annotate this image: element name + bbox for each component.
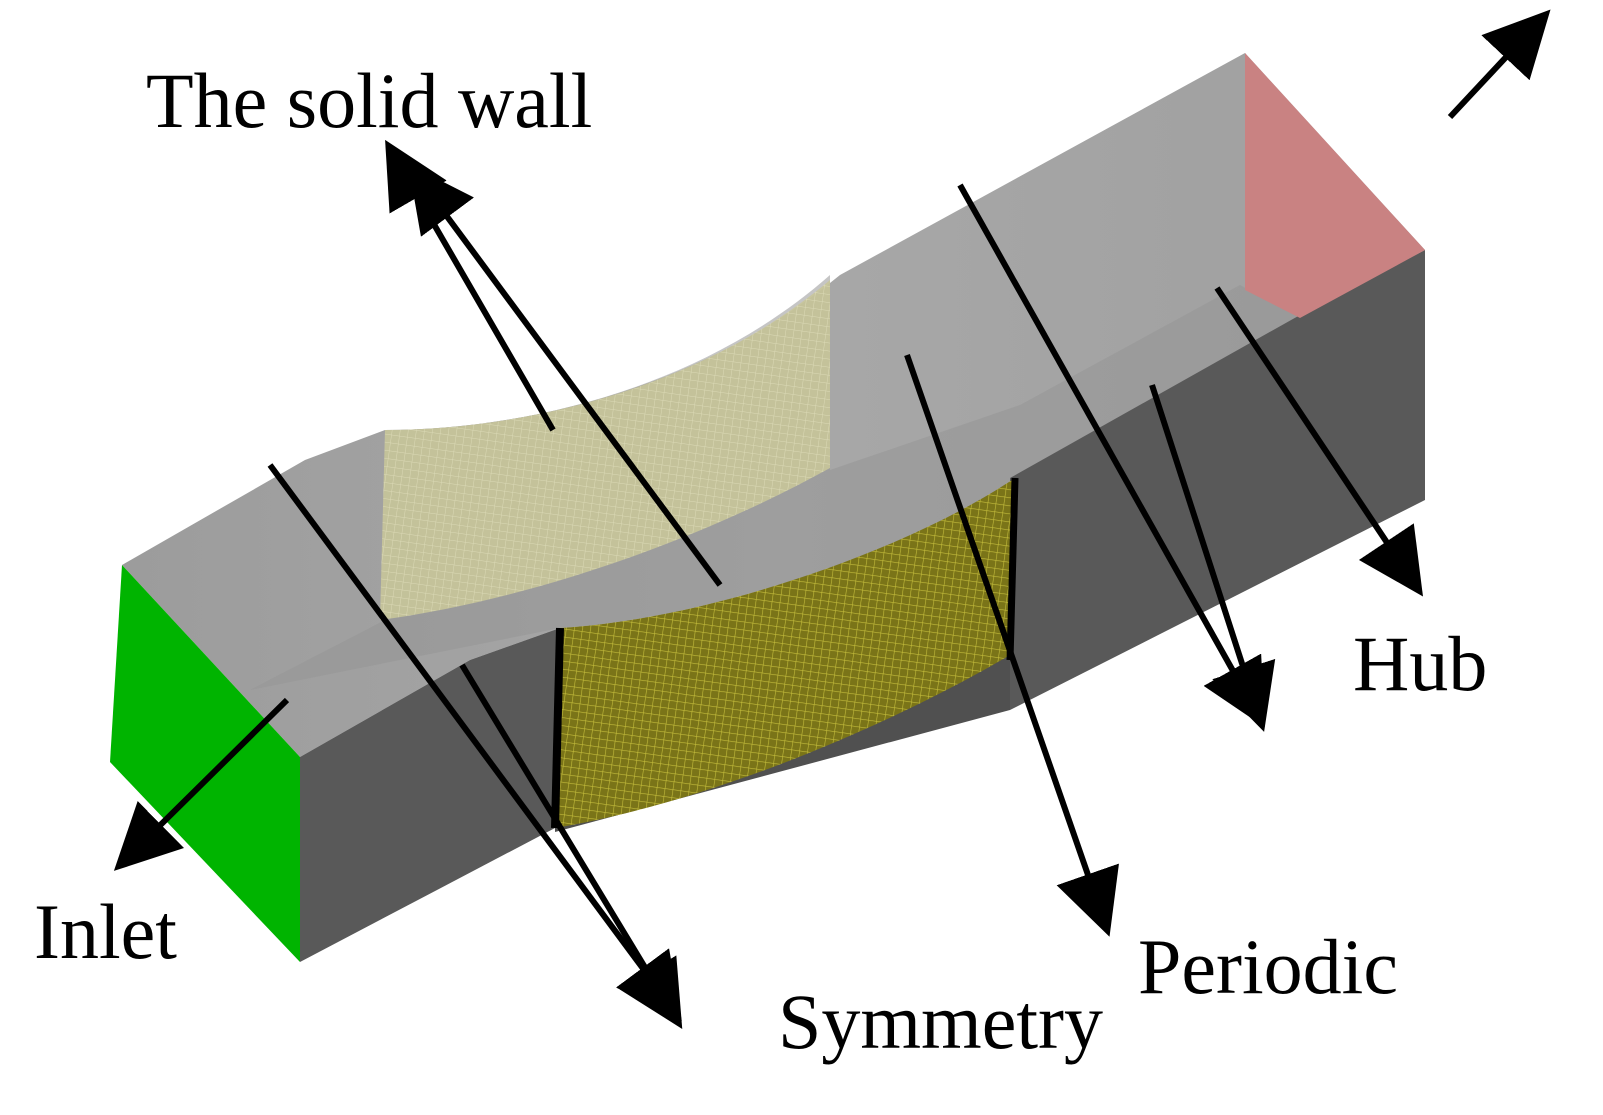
blade-front-edge bbox=[551, 627, 564, 829]
periodic-arrow-1 bbox=[957, 183, 1265, 728]
solid-wall-arrow-1 bbox=[385, 139, 556, 432]
label-solid-wall: The solid wall bbox=[146, 57, 592, 144]
solid-wall-arrow-2 bbox=[408, 164, 723, 587]
label-inlet: Inlet bbox=[34, 888, 177, 975]
blade-back-edge bbox=[1006, 477, 1019, 661]
hub-arrow bbox=[1214, 286, 1423, 597]
blade-front-surface bbox=[555, 478, 1015, 828]
outlet-direction-arrow bbox=[1447, 9, 1551, 120]
passage-front-face-right bbox=[1010, 250, 1425, 710]
label-symmetry: Symmetry bbox=[778, 978, 1103, 1065]
inlet-face bbox=[110, 565, 300, 962]
passage-front-face bbox=[300, 628, 560, 962]
symmetry-arrow-3 bbox=[904, 354, 1119, 937]
blade-back-surface bbox=[380, 280, 830, 620]
label-hub: Hub bbox=[1353, 620, 1487, 707]
inlet-arrow bbox=[113, 697, 290, 871]
symmetry-arrow-1 bbox=[267, 463, 682, 1021]
label-periodic: Periodic bbox=[1138, 923, 1398, 1010]
symmetry-arrow-2 bbox=[459, 663, 683, 1029]
periodic-arrow-2 bbox=[1149, 384, 1276, 732]
outlet-face bbox=[1245, 53, 1425, 318]
